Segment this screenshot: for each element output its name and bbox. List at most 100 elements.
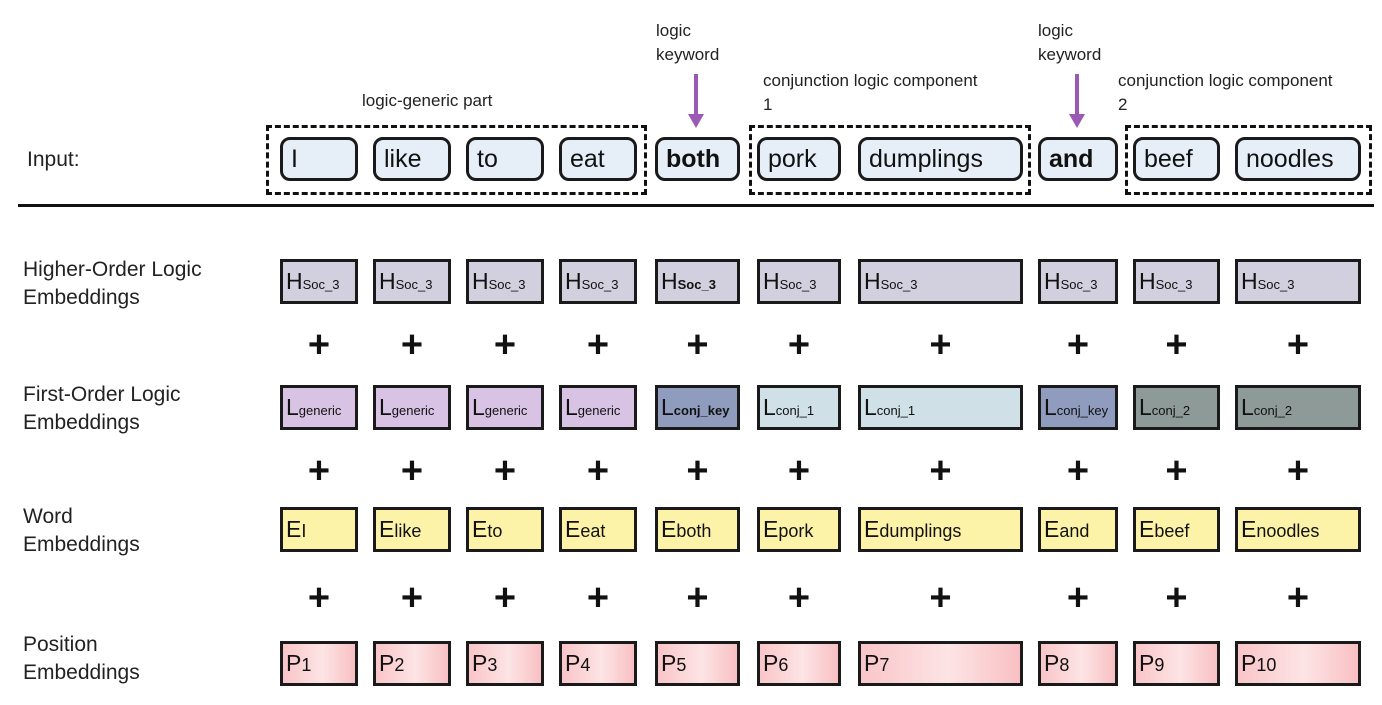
logic-keyword-arrow-1: [694, 74, 698, 116]
logic-keyword-label-1-line1: logic: [656, 21, 691, 40]
first-order-cell: Lconj_1: [757, 385, 841, 430]
plus-sign: +: [586, 450, 610, 492]
word-cell-sub: and: [1059, 521, 1090, 541]
higher-order-cell: HSoc_3: [1133, 259, 1220, 304]
higher-order-label-line2: Embeddings: [23, 286, 140, 309]
word-cell-sub: both: [676, 521, 712, 541]
position-cell: P7: [858, 641, 1023, 686]
word-cell-main: E: [1139, 516, 1155, 542]
word-cell-main: E: [1241, 516, 1257, 542]
logic-keyword-arrow-2: [1075, 74, 1079, 116]
higher-order-cell-sub: Soc_3: [677, 277, 716, 292]
first-order-cell-sub: generic: [577, 403, 621, 418]
plus-sign: +: [787, 450, 811, 492]
plus-sign: +: [787, 577, 811, 619]
higher-order-cell: HSoc_3: [373, 259, 451, 304]
position-cell-main: P: [379, 650, 395, 676]
generic-part-group: [266, 125, 647, 195]
conj-component-2-line1: conjunction logic component: [1118, 71, 1333, 90]
plus-sign: +: [400, 324, 424, 366]
plus-sign: +: [493, 324, 517, 366]
word-cell: Enoodles: [1235, 507, 1361, 552]
word-cell-sub: to: [487, 521, 503, 541]
position-cell-main: P: [565, 650, 581, 676]
higher-order-cell-sub: Soc_3: [395, 277, 433, 292]
first-order-cell-sub: conj_key: [673, 403, 730, 418]
input-token: noodles: [1235, 137, 1361, 181]
plus-sign: +: [929, 577, 952, 619]
plus-sign: +: [686, 577, 709, 619]
first-order-cell: Lconj_2: [1133, 385, 1220, 430]
higher-order-cell: HSoc_3: [655, 259, 740, 304]
first-order-cell-main: L: [565, 394, 578, 420]
first-order-cell-sub: generic: [484, 403, 528, 418]
word-cell-main: E: [1044, 516, 1060, 542]
input-token: pork: [757, 137, 841, 181]
word-cell: Edumplings: [858, 507, 1023, 552]
plus-sign: +: [307, 324, 331, 366]
position-label-line1: Position: [23, 633, 98, 656]
word-cell-main: E: [565, 516, 581, 542]
conj-component-1-label: conjunction logic component 1: [763, 69, 978, 117]
higher-order-cell-main: H: [661, 268, 678, 294]
word-cell-sub: eat: [580, 521, 606, 541]
plus-sign: +: [493, 450, 517, 492]
higher-order-cell-main: H: [1139, 268, 1156, 294]
conj-component-1-line2: 1: [763, 95, 773, 114]
higher-order-cell-sub: Soc_3: [1257, 277, 1295, 292]
first-order-cell-sub: conj_2: [1151, 403, 1191, 418]
plus-sign: +: [1286, 450, 1310, 492]
position-cell-main: P: [1044, 650, 1060, 676]
first-order-cell-main: L: [472, 394, 485, 420]
plus-sign: +: [1286, 577, 1310, 619]
logic-keyword-label-1-line2: keyword: [656, 45, 720, 64]
higher-order-cell: HSoc_3: [559, 259, 637, 304]
higher-order-cell-sub: Soc_3: [1060, 277, 1098, 292]
word-cell-main: E: [661, 516, 677, 542]
position-cell: P10: [1235, 641, 1361, 686]
position-cell: P5: [655, 641, 740, 686]
first-order-cell-main: L: [286, 394, 299, 420]
first-order-cell-main: L: [1044, 394, 1057, 420]
logic-keyword-label-2-line1: logic: [1038, 21, 1073, 40]
word-cell-sub: dumplings: [879, 521, 962, 541]
higher-order-cell: HSoc_3: [1038, 259, 1118, 304]
input-token: to: [466, 137, 544, 181]
word-cell-sub: pork: [778, 521, 814, 541]
higher-order-cell-sub: Soc_3: [581, 277, 619, 292]
higher-order-cell-main: H: [1241, 268, 1258, 294]
input-row-label: Input:: [27, 148, 80, 171]
plus-sign: +: [1066, 577, 1090, 619]
input-token: and: [1038, 137, 1118, 181]
position-cell-main: P: [286, 650, 302, 676]
word-label-line2: Embeddings: [23, 533, 140, 556]
higher-order-row-label: Higher-Order Logic Embeddings: [23, 256, 202, 312]
first-order-cell: Lconj_1: [858, 385, 1023, 430]
first-order-cell-main: L: [661, 394, 674, 420]
word-cell-main: E: [864, 516, 880, 542]
position-cell: P4: [559, 641, 637, 686]
position-cell-main: P: [763, 650, 779, 676]
position-cell-sub: 3: [487, 655, 498, 675]
word-cell: EI: [280, 507, 358, 552]
position-cell: P6: [757, 641, 841, 686]
position-cell-sub: 8: [1059, 655, 1070, 675]
word-cell: Epork: [757, 507, 841, 552]
position-cell-main: P: [472, 650, 488, 676]
position-cell-sub: 1: [301, 655, 312, 675]
plus-sign: +: [307, 450, 331, 492]
higher-order-cell: HSoc_3: [757, 259, 841, 304]
conj-component-2-line2: 2: [1118, 95, 1128, 114]
higher-order-cell-sub: Soc_3: [779, 277, 817, 292]
first-order-cell: Lgeneric: [466, 385, 544, 430]
higher-order-cell-main: H: [472, 268, 489, 294]
position-cell: P1: [280, 641, 358, 686]
higher-order-cell-main: H: [379, 268, 396, 294]
word-cell: Elike: [373, 507, 451, 552]
first-order-cell-sub: generic: [391, 403, 435, 418]
conj-component-1-line1: conjunction logic component: [763, 71, 978, 90]
higher-order-cell: HSoc_3: [858, 259, 1023, 304]
position-cell: P9: [1133, 641, 1220, 686]
plus-sign: +: [307, 577, 331, 619]
input-separator-line: [18, 204, 1374, 207]
